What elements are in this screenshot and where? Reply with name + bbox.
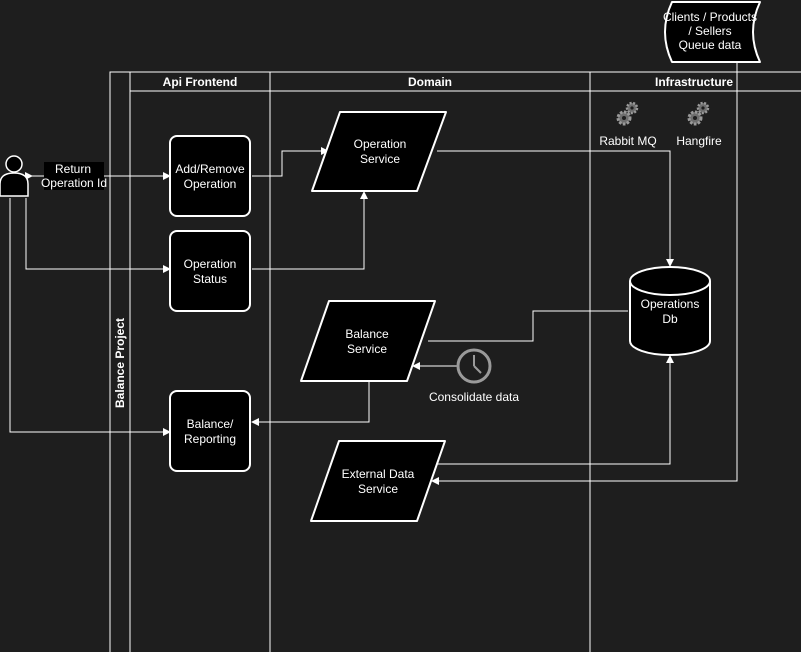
edge-op-status-op-service — [252, 191, 368, 270]
clock-icon — [456, 348, 492, 384]
edge-balance-db — [428, 310, 628, 342]
edge-label-return-operation-id: Return Operation Id — [41, 162, 107, 190]
svg-text:Service: Service — [358, 482, 398, 496]
balance-service-node[interactable]: Balance Service — [300, 300, 436, 382]
svg-text:External Data: External Data — [342, 467, 415, 481]
edge-queue-external — [431, 55, 741, 485]
svg-text:Operation Id: Operation Id — [41, 176, 107, 190]
edge-actor-reporting — [9, 198, 171, 436]
user-actor-icon — [0, 155, 29, 197]
svg-text:Service: Service — [360, 152, 400, 166]
lane-header-api-frontend: Api Frontend — [163, 75, 238, 89]
svg-text:Return: Return — [55, 162, 91, 176]
external-data-service-node[interactable]: External Data Service — [310, 440, 446, 522]
operation-status-node[interactable]: Operation Status — [169, 230, 251, 312]
edge-actor-op-status — [25, 198, 171, 273]
edge-balance-reporting — [251, 375, 373, 426]
lane-header-infrastructure: Infrastructure — [655, 75, 733, 89]
svg-text:Clients / Products: Clients / Products — [663, 10, 757, 24]
queue-data-node[interactable]: Clients / Products / Sellers Queue data — [663, 1, 761, 63]
operation-service-node[interactable]: Operation Service — [311, 111, 447, 192]
pool-title: Balance Project — [113, 318, 127, 408]
svg-text:Balance: Balance — [345, 327, 389, 341]
svg-text:/ Sellers: / Sellers — [688, 24, 731, 38]
svg-text:Reporting: Reporting — [184, 432, 236, 446]
lane-header-domain: Domain — [408, 75, 452, 89]
rabbit-mq-label: Rabbit MQ — [599, 134, 656, 148]
svg-text:Operation: Operation — [184, 257, 237, 271]
add-remove-operation-node[interactable]: Add/Remove Operation — [169, 135, 251, 217]
svg-text:Status: Status — [193, 272, 227, 286]
edge-add-remove-op-service — [252, 147, 329, 177]
svg-text:Db: Db — [662, 312, 678, 326]
connectors — [9, 55, 741, 485]
rabbit-mq-gear-icon — [616, 101, 639, 126]
hangfire-gear-icon — [687, 101, 710, 126]
svg-text:Operation: Operation — [354, 137, 407, 151]
svg-text:Add/Remove: Add/Remove — [175, 162, 245, 176]
svg-text:Service: Service — [347, 342, 387, 356]
hangfire-label: Hangfire — [676, 134, 722, 148]
svg-text:Queue data: Queue data — [679, 38, 742, 52]
edge-op-service-db — [437, 150, 674, 267]
svg-text:Operation: Operation — [184, 177, 237, 191]
svg-text:Operations: Operations — [641, 297, 700, 311]
edge-external-db — [437, 355, 674, 465]
svg-text:Balance/: Balance/ — [187, 417, 234, 431]
operations-db-node[interactable]: Operations Db — [629, 266, 711, 356]
clock-label: Consolidate data — [429, 390, 519, 404]
balance-reporting-node[interactable]: Balance/ Reporting — [169, 390, 251, 472]
